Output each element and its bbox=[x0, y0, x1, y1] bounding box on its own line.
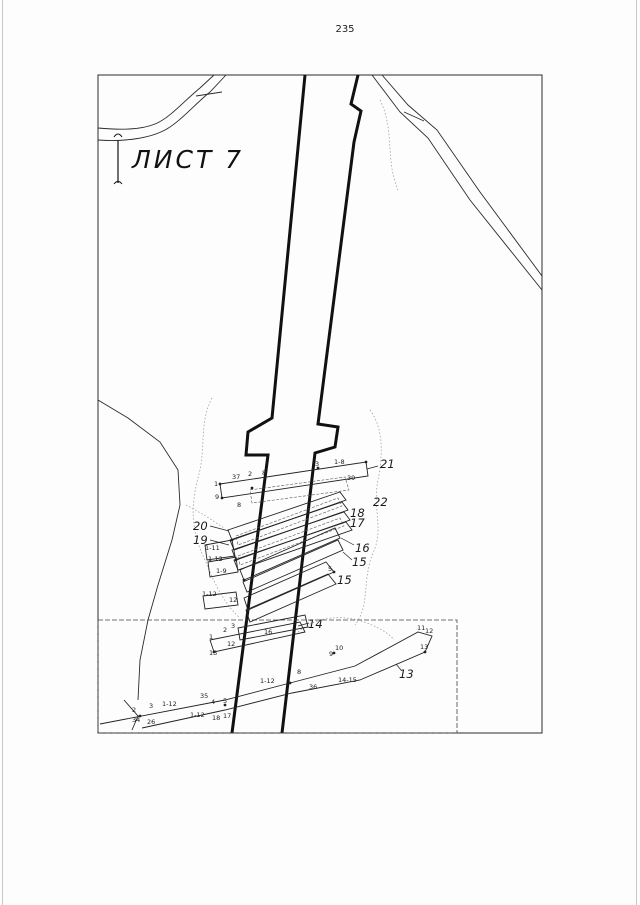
point-label: 18 bbox=[212, 714, 220, 722]
scan-edge-left bbox=[2, 0, 3, 905]
point-label: 1-9 bbox=[216, 567, 227, 575]
parcel-inner bbox=[235, 497, 343, 546]
parcel-small bbox=[207, 556, 239, 578]
road-junction bbox=[195, 91, 223, 97]
parcel-number-label: 15 bbox=[337, 573, 352, 587]
point-label: 9 bbox=[329, 650, 333, 658]
point-label: 12 bbox=[425, 627, 433, 635]
parcel-group-upper bbox=[219, 461, 369, 571]
point-label: 2 bbox=[132, 706, 136, 714]
point-label: 5 bbox=[328, 565, 332, 573]
point-label: 17 bbox=[223, 712, 231, 720]
point-label: 1 bbox=[214, 480, 218, 488]
point-label: 8 bbox=[297, 668, 301, 676]
parcel-inner bbox=[237, 517, 345, 566]
parcel-number-label: 16 bbox=[355, 541, 370, 555]
parcel-20 bbox=[233, 521, 353, 571]
parcel-number-label: 20 bbox=[193, 519, 208, 533]
point-label: 1-12 bbox=[208, 555, 223, 563]
north-arrow-icon bbox=[113, 133, 123, 185]
river-bank bbox=[381, 74, 543, 277]
parcel-number-label: 14 bbox=[308, 617, 323, 631]
river-bank bbox=[371, 74, 543, 291]
parcel-number-label: 13 bbox=[399, 667, 414, 681]
corridor-left-boundary bbox=[230, 74, 307, 734]
parcel-group-lower bbox=[202, 561, 337, 653]
road-edge bbox=[97, 74, 215, 130]
parcel-21 bbox=[219, 461, 369, 499]
parcel-number-label: 17 bbox=[350, 516, 365, 530]
point-label: 13 bbox=[420, 643, 428, 651]
parcel-15b bbox=[243, 561, 335, 611]
vertex-points bbox=[138, 460, 427, 718]
point-label: 12 bbox=[227, 640, 235, 648]
parcel-inner bbox=[249, 476, 350, 504]
point-label: 8 bbox=[237, 501, 241, 509]
page-number: 235 bbox=[335, 24, 355, 35]
point-label: 36 bbox=[309, 683, 317, 691]
point-label: 3 bbox=[149, 702, 153, 710]
parcel-16 bbox=[239, 527, 341, 581]
point-label: 8 bbox=[262, 469, 266, 477]
parcel-number-label: 18 bbox=[350, 506, 365, 520]
point-label: 2 bbox=[248, 470, 252, 478]
sheet-title: ЛИСТ 7 bbox=[131, 145, 244, 174]
scan-edge-right bbox=[636, 0, 637, 905]
point-label: 9 bbox=[215, 493, 219, 501]
point-label: 10 bbox=[335, 644, 343, 652]
point-label: 34 bbox=[132, 716, 140, 724]
contour-line bbox=[354, 409, 382, 626]
contour-line bbox=[185, 504, 225, 529]
land-boundary bbox=[97, 399, 181, 701]
parcel-number-label: 15 bbox=[352, 555, 367, 569]
point-label: 3 bbox=[231, 622, 235, 630]
leader-lines bbox=[209, 465, 402, 671]
point-label: 1-12 bbox=[162, 700, 177, 708]
point-label: 1-12 bbox=[260, 677, 275, 685]
point-label: 3 bbox=[315, 460, 319, 468]
point-label: 1-12 bbox=[202, 590, 217, 598]
point-label: 2 bbox=[223, 626, 227, 634]
parcel-17 bbox=[231, 511, 351, 561]
point-label: 14-15 bbox=[338, 676, 357, 684]
point-label: 35 bbox=[200, 692, 208, 700]
point-label: 37 bbox=[232, 473, 240, 481]
corridor-right-boundary bbox=[280, 74, 363, 734]
point-label: 11 bbox=[417, 624, 425, 632]
parcel-13 bbox=[99, 631, 433, 729]
parcel-number-label: 21 bbox=[380, 457, 395, 471]
parcel-group-middle bbox=[204, 527, 344, 593]
point-label: 12 bbox=[229, 596, 237, 604]
contour-line bbox=[192, 397, 241, 619]
parcel-15 bbox=[242, 539, 344, 593]
parcel-number-label: 19 bbox=[193, 533, 208, 547]
point-label: 1-8 bbox=[334, 458, 345, 466]
point-label: 5 bbox=[223, 697, 227, 705]
point-label: 26 bbox=[147, 718, 155, 726]
parcel-bottom bbox=[209, 621, 306, 653]
parcel-bottom-small bbox=[237, 614, 309, 641]
point-label: 1 bbox=[209, 633, 213, 641]
parcel-small bbox=[204, 539, 236, 561]
boundary-corner bbox=[123, 699, 139, 731]
parcel-22 bbox=[227, 491, 347, 541]
contour-line bbox=[379, 99, 399, 191]
point-label: 1-11 bbox=[205, 544, 220, 552]
river-crossing bbox=[403, 111, 425, 122]
point-label: 1-12 bbox=[190, 711, 205, 719]
parcel-18 bbox=[229, 501, 349, 551]
parcel-small bbox=[202, 591, 239, 610]
point-label: 16 bbox=[264, 628, 272, 636]
parcel-number-label: 22 bbox=[373, 495, 388, 509]
point-label: 4 bbox=[211, 698, 215, 706]
road-edge bbox=[97, 74, 227, 141]
parcel-14 bbox=[245, 573, 337, 623]
point-label: 13 bbox=[209, 649, 217, 657]
point-label: 39 bbox=[347, 474, 355, 482]
